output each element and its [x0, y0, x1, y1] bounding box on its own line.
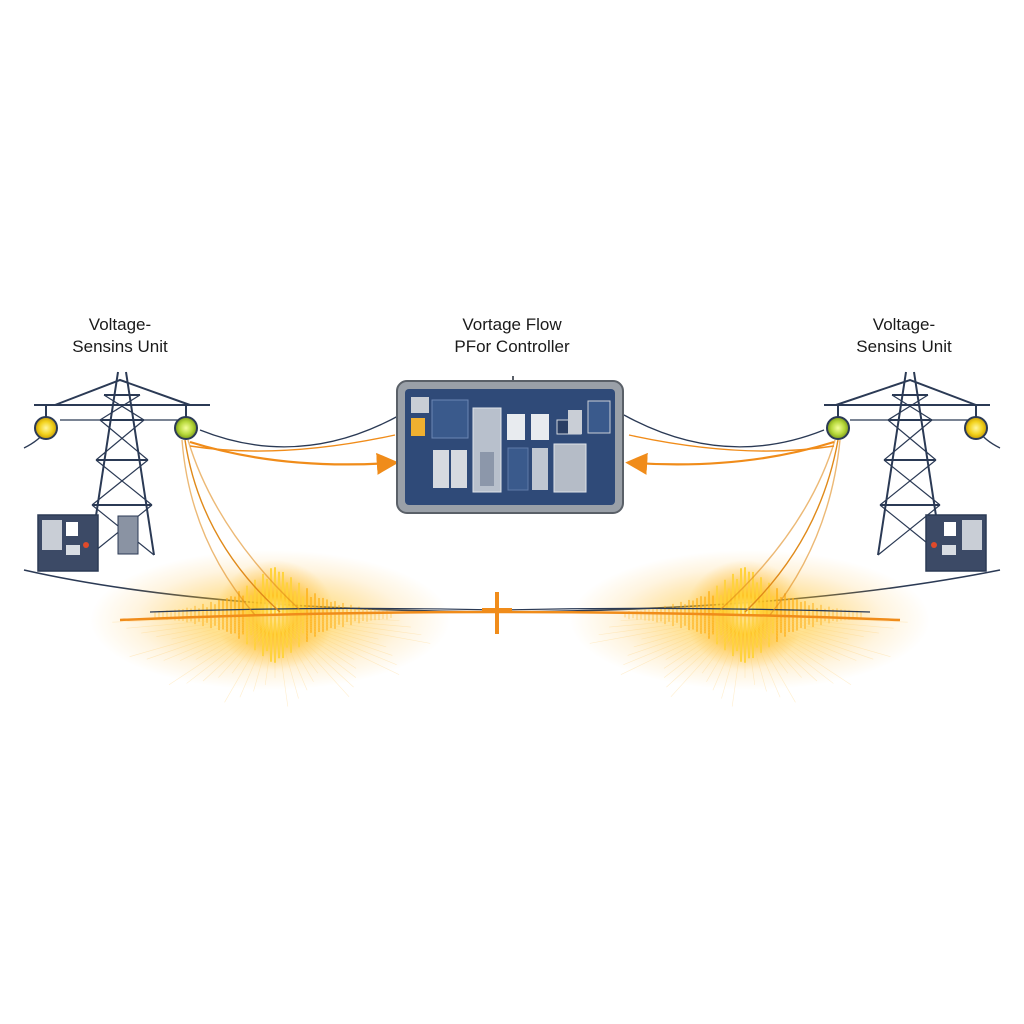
cross-marker-icon [482, 592, 512, 634]
glow-ray [274, 614, 308, 691]
glow-ray [224, 614, 276, 703]
glow-ray [663, 614, 746, 678]
glow-ray [218, 614, 276, 678]
glow-ray [274, 614, 379, 640]
glow-ray [274, 614, 319, 674]
glow-ray [179, 614, 276, 661]
glow-ray [744, 614, 852, 686]
glow-ray [141, 614, 276, 634]
sensor-green-icon [826, 416, 850, 440]
glow-ray [274, 614, 411, 628]
switchgear-cabinet-icon [37, 514, 139, 572]
glow-ray [264, 614, 276, 686]
glow-ray [744, 614, 796, 703]
glow-ray [609, 614, 746, 628]
transmission-tower-icon [824, 371, 990, 556]
glow-ray [744, 614, 894, 629]
glow-ray [744, 614, 818, 682]
glow-ray [744, 614, 756, 686]
glow-ray [744, 614, 789, 674]
glow-ray [744, 614, 802, 678]
glow-ray [171, 614, 276, 640]
glow-ray [744, 614, 841, 661]
glow-ray [663, 614, 746, 669]
glow-ray [744, 614, 849, 640]
glow-ray [274, 614, 289, 707]
glow-ray [253, 614, 276, 692]
sensing-unit-label-left: Voltage- Sensins Unit [50, 314, 190, 358]
glow-ray [274, 614, 431, 644]
glow-ray [274, 614, 422, 636]
sensor-yellow-icon [34, 416, 58, 440]
label-line: PFor Controller [454, 337, 570, 356]
glow-ray [589, 614, 746, 644]
glow-ray [744, 614, 767, 692]
glow-ray [744, 614, 781, 698]
flow-arrows-right [625, 434, 835, 475]
glow-ray [712, 614, 746, 691]
glow-ray [274, 614, 354, 688]
glow-ray [633, 614, 746, 648]
glow-ray [721, 614, 746, 699]
glow-ray [701, 614, 746, 674]
glow-ray [274, 614, 299, 699]
glow-ray [163, 614, 276, 661]
glow-ray [623, 614, 746, 666]
glow-ray [744, 614, 879, 634]
glow-ray [126, 614, 276, 629]
label-line: Sensins Unit [856, 337, 952, 356]
glow-ray [670, 614, 746, 697]
sensor-green-icon [174, 416, 198, 440]
glow-ray [274, 614, 397, 666]
glow-ray [620, 614, 746, 675]
controller-label: Vortage Flow PFor Controller [412, 314, 612, 358]
glow-ray [744, 614, 857, 661]
glow-ray [274, 614, 357, 669]
glow-ray [156, 614, 276, 637]
glow-ray [186, 614, 276, 684]
glow-ray [274, 614, 400, 675]
label-line: Voltage- [872, 315, 936, 334]
control-panel-icon [396, 376, 624, 514]
glow-ray [620, 614, 746, 621]
glow-ray [731, 614, 746, 707]
glow-ray [274, 614, 314, 682]
glow-ray [202, 614, 276, 682]
label-line: Vortage Flow [462, 315, 562, 334]
glow-ray [744, 614, 825, 660]
sensing-unit-label-right: Voltage- Sensins Unit [834, 314, 974, 358]
glow-ray [665, 614, 746, 660]
label-line: Voltage- [88, 315, 152, 334]
glow-ray [627, 614, 746, 656]
glow-ray [744, 614, 834, 684]
sensor-yellow-icon [964, 416, 988, 440]
glow-ray [744, 614, 864, 637]
glow-ray [274, 614, 357, 678]
transmission-tower-icon [34, 371, 210, 556]
glow-ray [274, 614, 393, 656]
glow-ray [129, 614, 276, 657]
glow-ray [231, 614, 276, 674]
glow-ray [706, 614, 746, 682]
glow-ray [274, 614, 355, 660]
label-line: Sensins Unit [72, 337, 168, 356]
glow-ray [274, 614, 350, 697]
glow-ray [641, 614, 746, 640]
glow-ray [744, 614, 874, 660]
glow-ray [274, 614, 387, 648]
sensor-feed-left [181, 439, 301, 616]
glow-ray [195, 614, 276, 660]
sensor-feed-right [719, 439, 841, 616]
glow-ray [146, 614, 276, 660]
flow-arrows-left [189, 434, 399, 475]
glow-ray [744, 614, 891, 657]
glow-ray [239, 614, 276, 698]
glow-ray [168, 614, 276, 686]
glow-ray [274, 614, 400, 621]
glow-ray [666, 614, 746, 688]
glow-ray [598, 614, 746, 636]
switchgear-cabinet-icon [925, 514, 987, 572]
